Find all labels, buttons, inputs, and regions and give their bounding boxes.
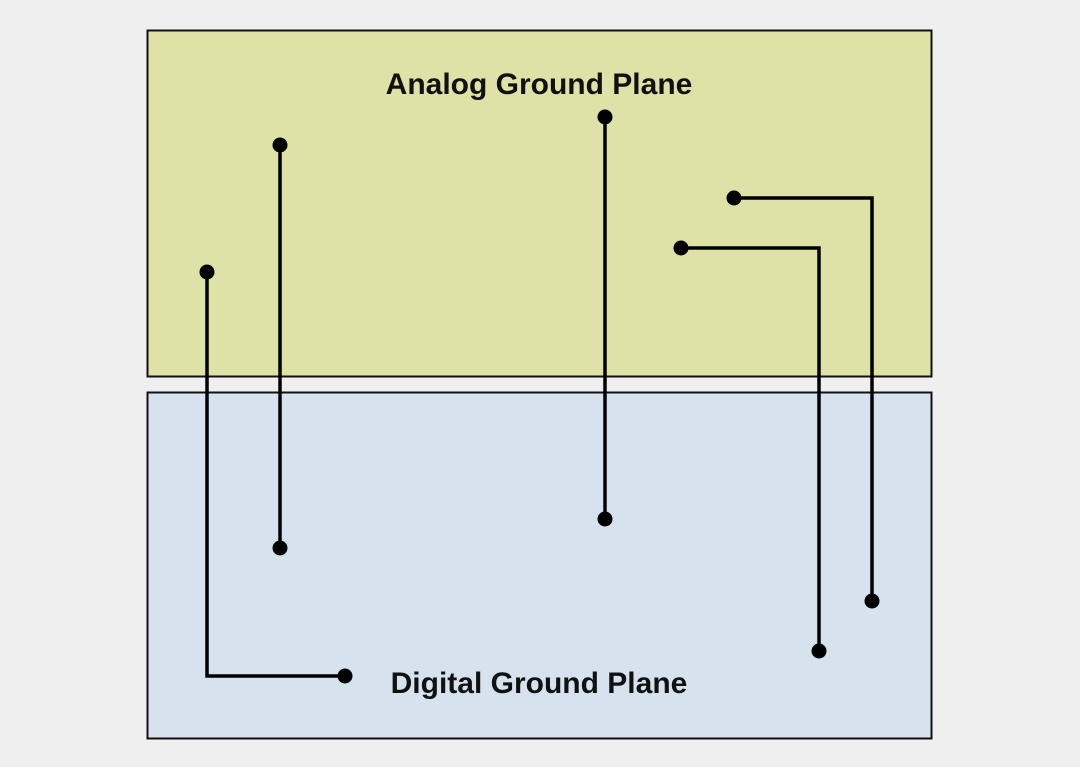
analog-ground-plane <box>146 29 933 378</box>
trace-2 <box>272 137 288 556</box>
trace-5-line <box>734 196 874 601</box>
trace-4-start-pad <box>673 240 689 256</box>
digital-plane-label: Digital Ground Plane <box>391 667 688 700</box>
trace-5 <box>726 190 880 609</box>
trace-3-end-pad <box>597 511 613 527</box>
trace-1-end-pad <box>337 668 353 684</box>
trace-2-end-pad <box>272 540 288 556</box>
trace-3-start-pad <box>597 109 613 125</box>
trace-1-start-pad <box>199 264 215 280</box>
trace-1 <box>199 264 353 684</box>
trace-5-end-pad <box>864 593 880 609</box>
trace-1-line <box>205 272 345 678</box>
analog-plane-label: Analog Ground Plane <box>386 68 693 101</box>
trace-5-start-pad <box>726 190 742 206</box>
trace-4-line <box>681 246 821 651</box>
trace-2-start-pad <box>272 137 288 153</box>
trace-4 <box>673 240 827 659</box>
trace-3 <box>597 109 613 527</box>
trace-4-end-pad <box>811 643 827 659</box>
digital-ground-plane <box>146 391 933 740</box>
